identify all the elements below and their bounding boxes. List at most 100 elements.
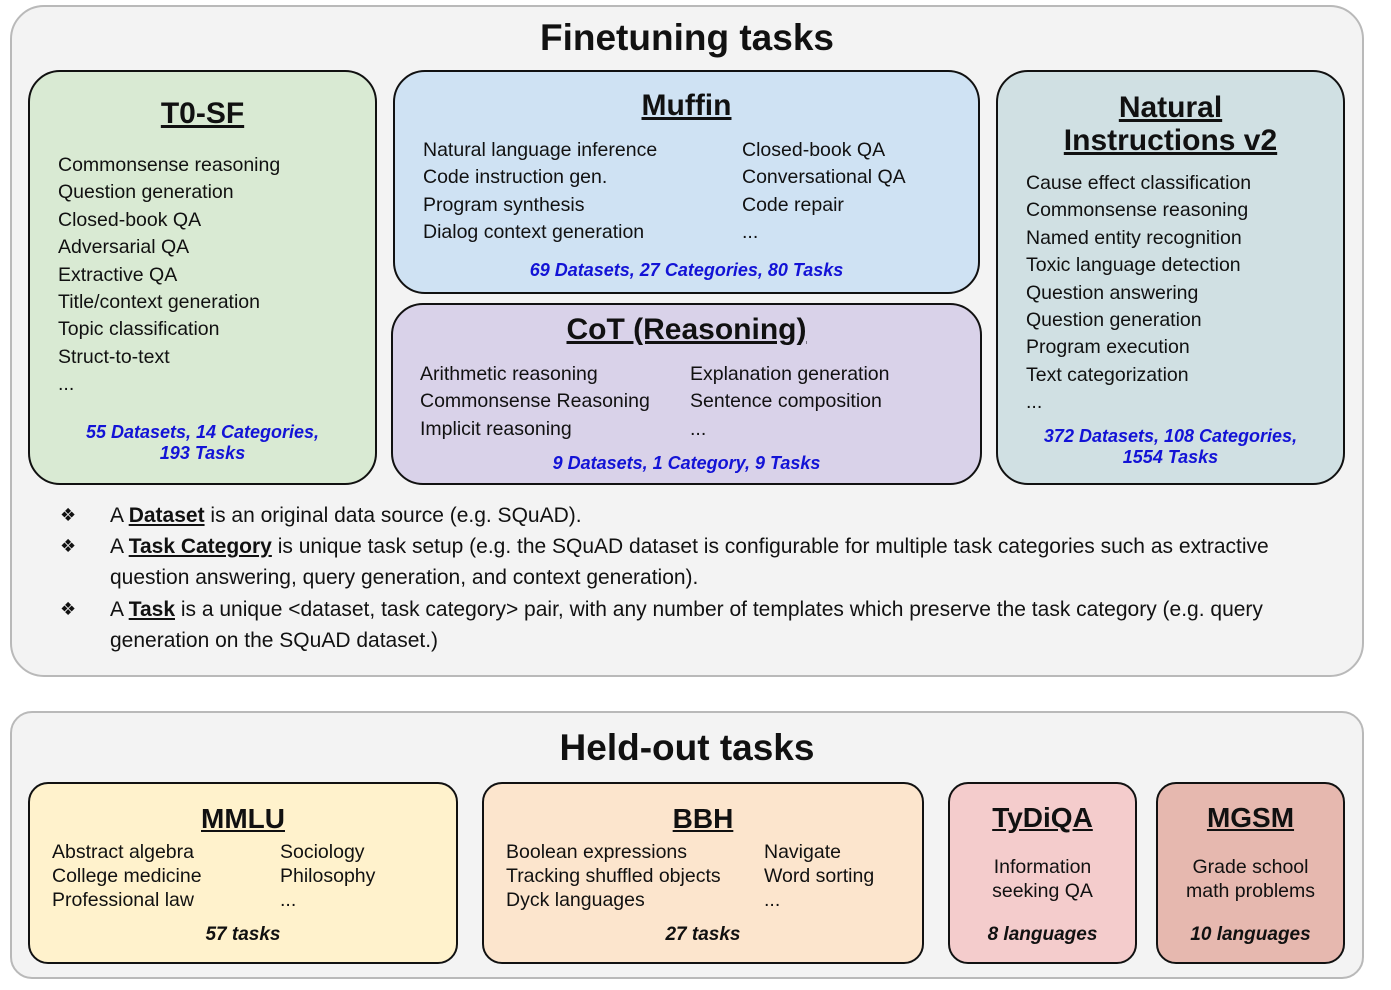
cot-items-left: Arithmetic reasoning Commonsense Reasoni… [420,361,650,443]
list-item: Natural language inference [423,139,658,161]
mmlu-title: MMLU [201,803,285,834]
list-item: Dialog context generation [423,221,645,244]
cot-box: CoT (Reasoning) Arithmetic reasoning Com… [391,303,982,485]
list-item: Commonsense reasoning [1026,199,1249,222]
list-item: Topic classification [58,318,220,341]
list-item: Philosophy [280,865,376,887]
list-item: Tracking shuffled objects [506,865,721,887]
list-item: Arithmetic reasoning [420,363,598,385]
definition-prefix: A [110,598,129,621]
cot-stats: 9 Datasets, 1 Category, 9 Tasks [552,453,821,473]
niv2-stats-line2: 1554 Tasks [1122,447,1219,467]
list-item: Dyck languages [506,889,645,911]
list-item: ... [1026,391,1043,414]
mgsm-stats: 10 languages [1190,924,1311,945]
mmlu-box: MMLU Abstract algebra College medicine P… [28,782,458,964]
niv2-box: Natural Instructions v2 Cause effect cla… [996,70,1345,485]
finetuning-title: Finetuning tasks [540,17,834,58]
definition-term: Dataset [128,504,205,527]
diamond-bullet-icon: ❖ [60,599,77,619]
mmlu-stats: 57 tasks [205,924,281,945]
muffin-items-left: Natural language inference Code instruct… [423,137,657,247]
bbh-box: BBH Boolean expressions Tracking shuffle… [482,782,924,964]
list-item: Named entity recognition [1026,226,1242,249]
list-item: Commonsense Reasoning [420,390,650,413]
list-item: Code repair [742,193,844,216]
t0sf-box: T0-SF Commonsense reasoning Question gen… [28,70,377,485]
list-item: ... [742,221,759,244]
bbh-items-left: Boolean expressions Tracking shuffled ob… [506,840,721,912]
list-item: Toxic language detection [1026,254,1241,277]
list-item: Cause effect classification [1026,172,1252,194]
t0sf-stats: 55 Datasets, 14 Categories, 193 Tasks [30,422,375,464]
niv2-stats-line1: 372 Datasets, 108 Categories, [1043,426,1298,446]
list-item: ... [58,373,75,396]
bbh-items-right: Navigate Word sorting ... [764,840,874,912]
t0sf-item-list: Commonsense reasoning Question generatio… [58,152,280,399]
niv2-title-line2: Instructions v2 [1063,124,1278,157]
definition-text: is a unique <dataset, task category> pai… [110,598,1263,652]
t0sf-title: T0-SF [160,97,245,130]
list-item: Boolean expressions [506,841,688,863]
list-item: Closed-book QA [58,208,202,231]
list-item: Sentence composition [690,390,882,413]
mgsm-description: Grade school math problems [1158,855,1343,903]
niv2-item-list: Cause effect classification Commonsense … [1026,170,1251,417]
mgsm-title: MGSM [1206,802,1295,833]
tydiqa-desc-line1: Information [993,856,1092,878]
list-item: College medicine [52,865,202,887]
niv2-stats: 372 Datasets, 108 Categories, 1554 Tasks [998,426,1343,468]
list-item: Conversational QA [742,166,906,189]
bbh-stats: 27 tasks [665,924,741,945]
cot-items-right: Explanation generation Sentence composit… [690,361,890,443]
muffin-box: Muffin Natural language inference Code i… [393,70,980,294]
list-item: Commonsense reasoning [58,154,281,176]
definition-text: is an original data source (e.g. SQuAD). [204,504,582,527]
list-item: Abstract algebra [52,841,194,863]
list-item: Text categorization [1026,363,1189,386]
heldout-title: Held-out tasks [559,727,815,768]
mgsm-desc-line2: math problems [1186,880,1315,902]
list-item: ... [690,417,707,440]
list-item: Implicit reasoning [420,417,572,440]
t0sf-stats-line1: 55 Datasets, 14 Categories, [85,422,320,442]
list-item: Code instruction gen. [423,166,608,189]
mmlu-items-right: Sociology Philosophy ... [280,840,375,912]
list-item: Title/context generation [58,290,260,313]
list-item: Question generation [58,181,234,204]
definition-term: Task Category [128,535,272,558]
tydiqa-description: Information seeking QA [950,855,1135,903]
list-item: Navigate [764,841,841,863]
bbh-title: BBH [672,803,734,834]
mgsm-box: MGSM Grade school math problems 10 langu… [1156,782,1345,964]
cot-title: CoT (Reasoning) [566,313,807,346]
list-item: Professional law [52,889,194,911]
diamond-bullet-icon: ❖ [60,536,77,556]
list-item: Extractive QA [58,263,178,286]
definition-text: is unique task setup (e.g. the SQuAD dat… [110,535,1269,589]
niv2-title: Natural Instructions v2 [998,91,1343,157]
mgsm-desc-line1: Grade school [1192,856,1309,878]
mmlu-items-left: Abstract algebra College medicine Profes… [52,840,202,912]
list-item: Program synthesis [423,193,585,216]
list-item: Struct-to-text [58,345,170,368]
tydiqa-stats: 8 languages [987,924,1098,945]
niv2-title-line1: Natural [1118,91,1223,124]
muffin-items-right: Closed-book QA Conversational QA Code re… [742,137,906,247]
list-item: Word sorting [764,865,875,887]
list-item: Sociology [280,841,365,863]
definition-prefix: A [110,504,129,527]
tydiqa-desc-line2: seeking QA [992,880,1093,902]
tydiqa-title: TyDiQA [992,802,1093,833]
list-item: Question generation [1026,308,1202,331]
list-item: Explanation generation [690,363,890,385]
list-item: Closed-book QA [742,139,886,161]
list-item: ... [764,889,781,911]
list-item: Adversarial QA [58,236,190,259]
diamond-bullet-icon: ❖ [60,505,77,525]
list-item: Question answering [1026,281,1199,304]
definition-term: Task [128,598,175,621]
definition-prefix: A [110,535,129,558]
list-item: ... [280,889,297,911]
tydiqa-box: TyDiQA Information seeking QA 8 language… [948,782,1137,964]
